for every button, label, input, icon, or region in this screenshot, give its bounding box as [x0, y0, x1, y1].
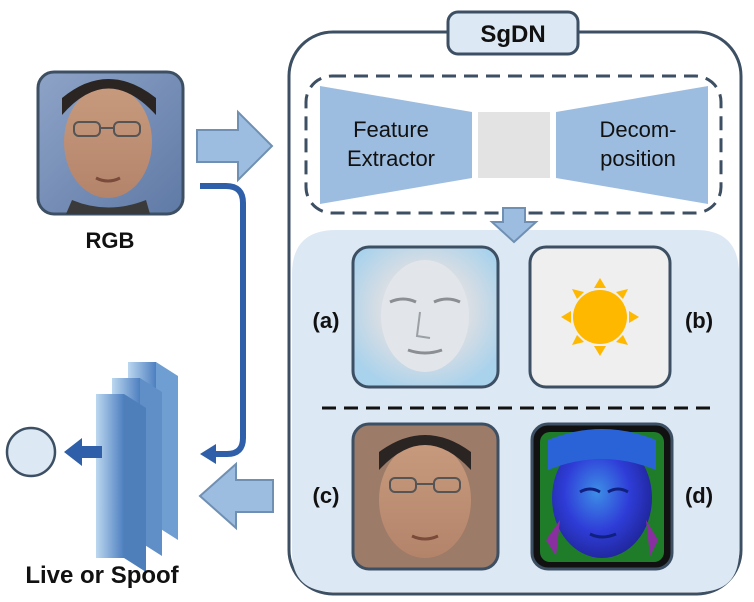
output-arrow [64, 438, 102, 466]
albedo-image [351, 245, 500, 389]
normal-map-face-icon [540, 429, 664, 562]
panel-d-label: (d) [685, 483, 713, 508]
decoder-label-line1: Decom- [599, 117, 676, 142]
encoder-label-line1: Feature [353, 117, 429, 142]
panel-a-label: (a) [313, 308, 340, 333]
panel-b-label: (b) [685, 308, 713, 333]
decoder-label-line2: position [600, 146, 676, 171]
output-label: Live or Spoof [25, 562, 179, 589]
face-photo-icon [62, 79, 156, 214]
input-image [36, 70, 185, 216]
input-label: RGB [86, 228, 135, 253]
input-arrow [196, 109, 274, 183]
sgdn-title: SgDN [480, 21, 545, 48]
encoder-label-line2: Extractor [347, 146, 435, 171]
stacked-layers-icon [96, 362, 178, 572]
illumination-image [528, 245, 672, 389]
sun-icon [561, 278, 639, 356]
circle-node-icon [5, 426, 57, 478]
sgdn-title-box [446, 10, 580, 56]
face-photo-icon [379, 435, 471, 558]
feature-extractor-shape [320, 86, 472, 204]
decomposition-shape [556, 86, 708, 204]
albedo-face-icon [381, 260, 469, 372]
down-arrow [489, 207, 539, 244]
bottleneck [478, 112, 550, 178]
skip-connection-arrow [200, 183, 246, 457]
panel-c-label: (c) [313, 483, 340, 508]
reconstruction-image [351, 422, 500, 571]
return-arrow [198, 461, 274, 531]
normal-image [530, 422, 674, 571]
